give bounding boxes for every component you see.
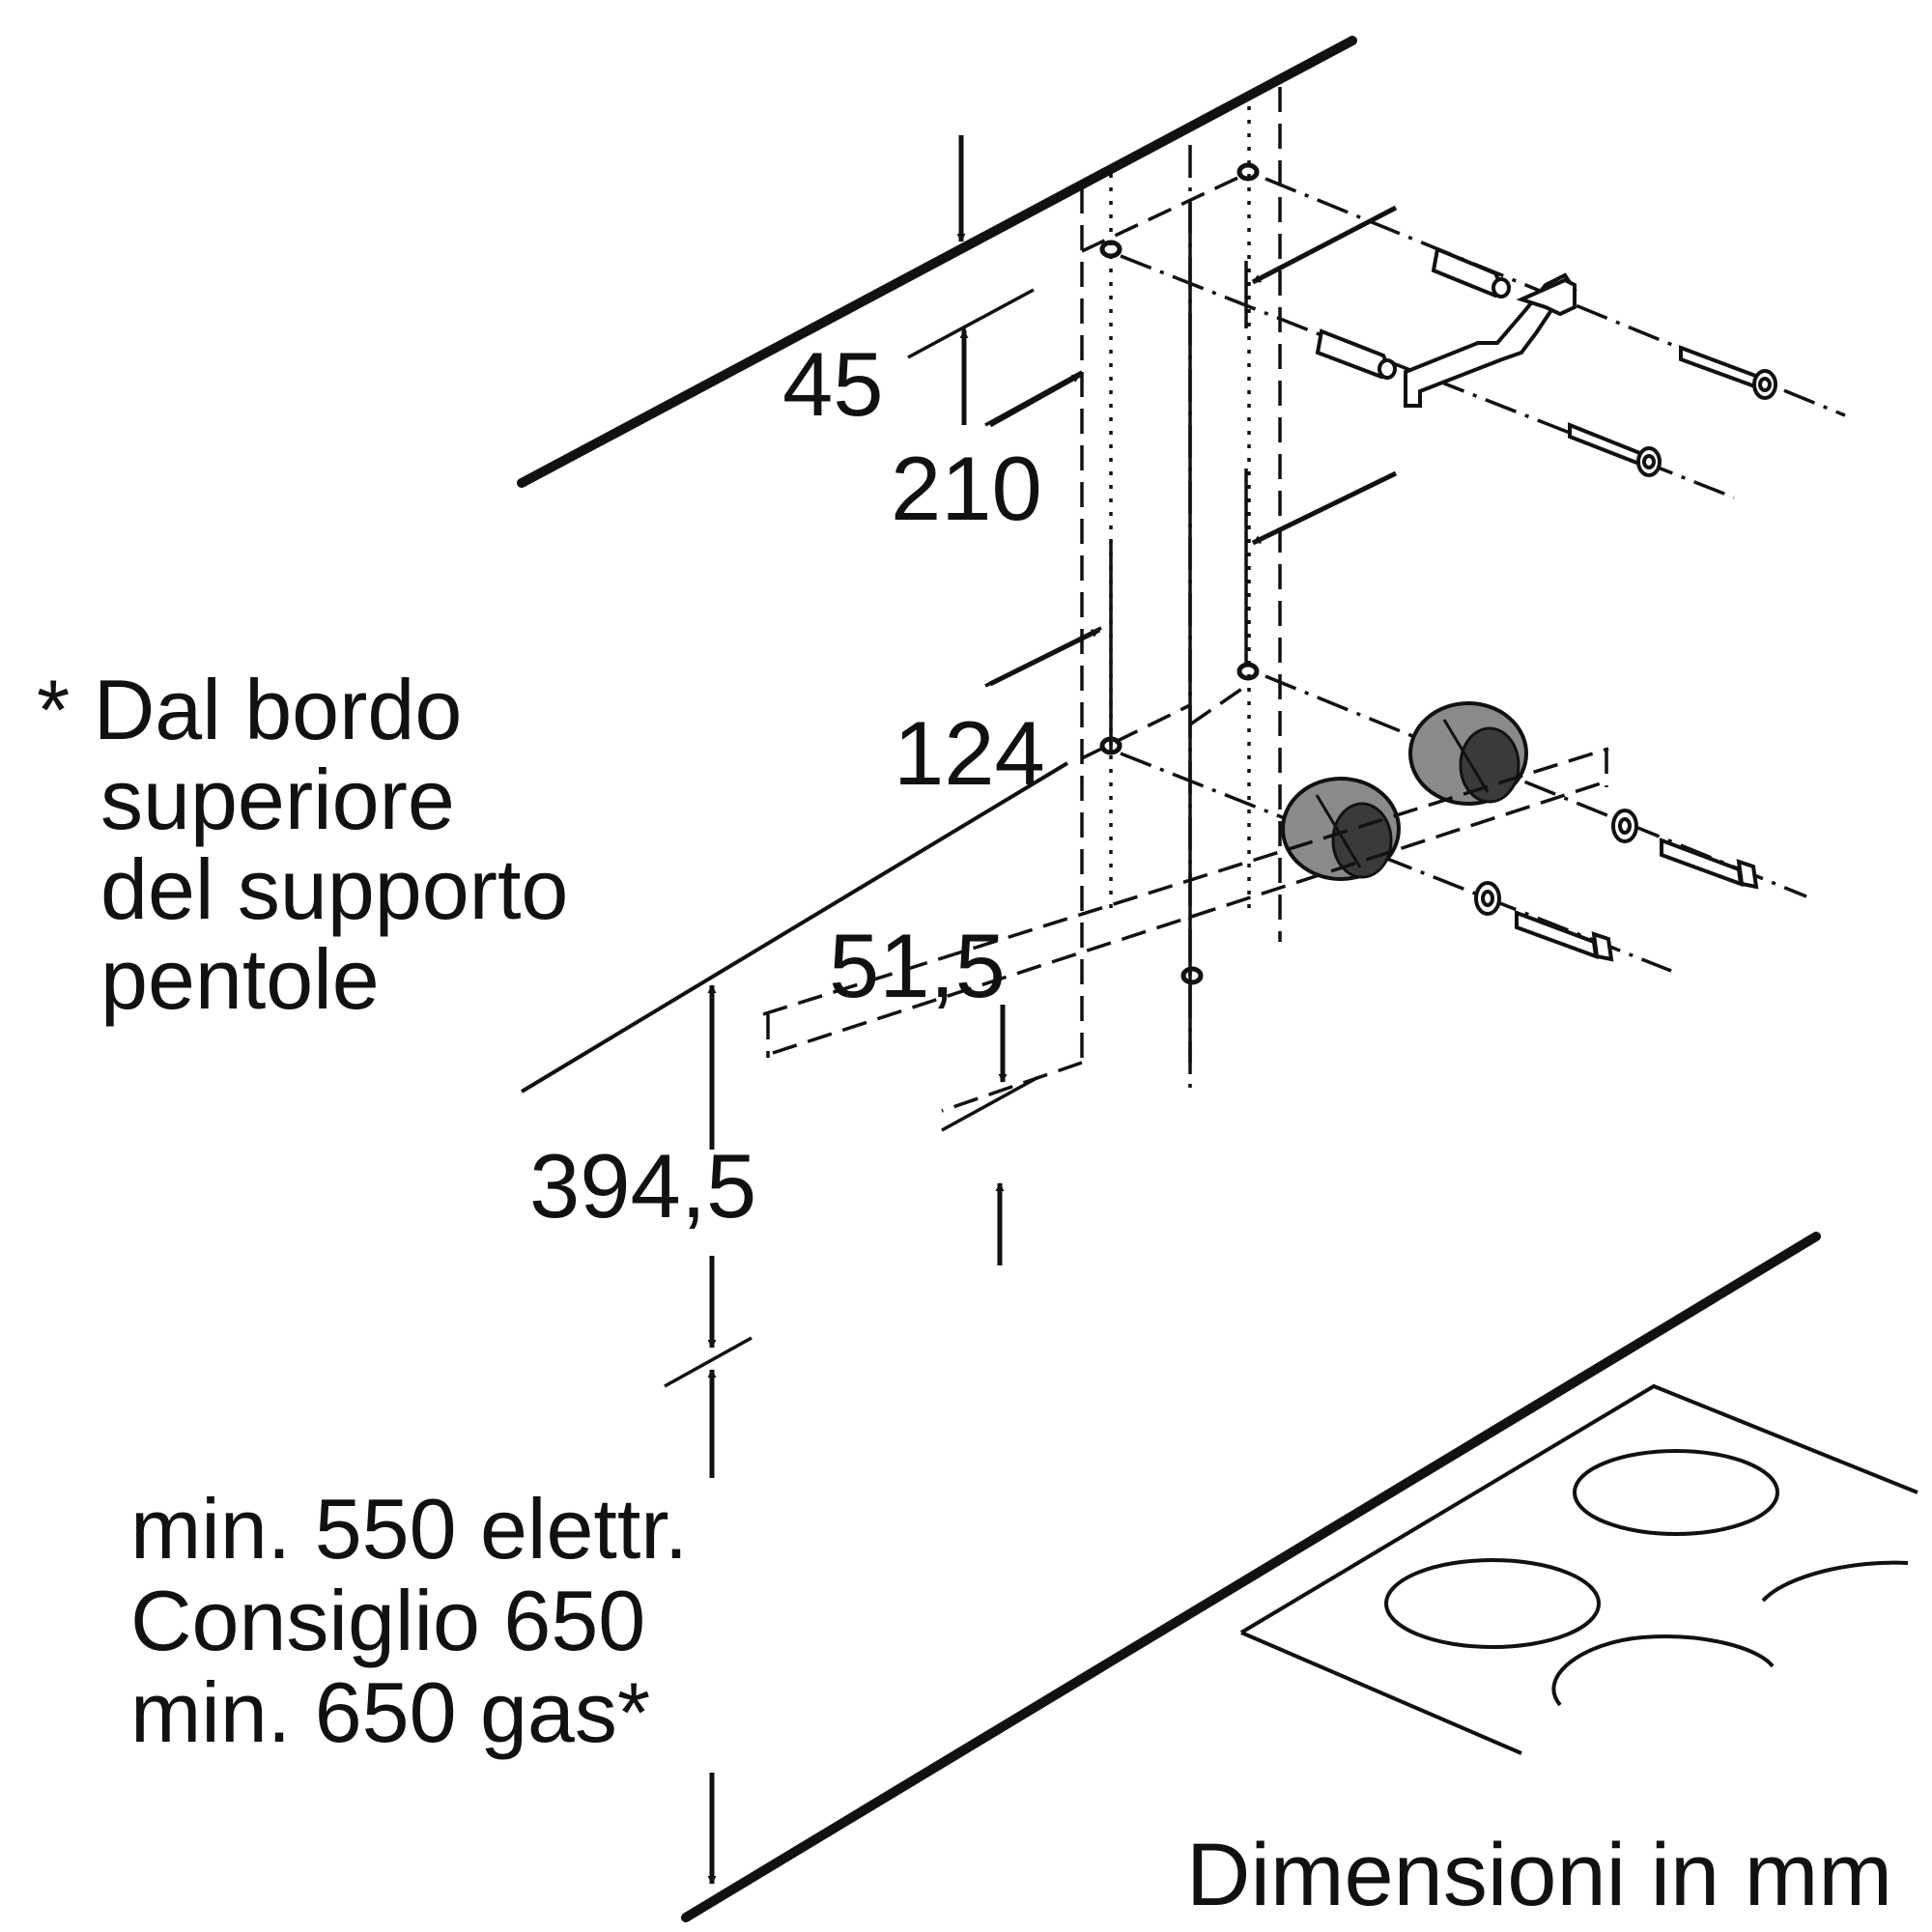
bolt-lower-2 <box>1515 910 1614 962</box>
cooktop-zone-3 <box>1761 1560 1909 1603</box>
guide-arrow-upper <box>1251 205 1398 285</box>
clearance-line-1: min. 550 elettr. <box>130 1481 688 1577</box>
footnote-line-3: del supporto <box>100 841 568 937</box>
wall-plug-upper-1 <box>1431 246 1511 298</box>
wall-anchor-2 <box>1281 777 1401 881</box>
washer-2 <box>1474 881 1501 916</box>
dim-394-5-lines <box>664 984 753 1388</box>
wall-plug-upper-2 <box>1315 328 1397 380</box>
clearance-line-2: Consiglio 650 <box>130 1573 645 1668</box>
dim-label-51-5: 51,5 <box>829 915 1006 1016</box>
dim-label-45: 45 <box>782 333 884 435</box>
dim-label-210: 210 <box>891 438 1042 539</box>
clearance-note: min. 550 elettr. Consiglio 650 min. 650 … <box>130 1481 688 1760</box>
bolt-lower-1 <box>1660 838 1759 890</box>
dim-210-lines <box>984 370 1083 428</box>
screw-upper-2 <box>1568 422 1662 477</box>
dim-124-lines <box>984 626 1102 688</box>
dim-51-5-lines <box>941 1005 1039 1265</box>
cooktop-zone-2 <box>1384 1558 1601 1649</box>
units-label: Dimensioni in mm <box>1186 1826 1892 1924</box>
dim-45-lines <box>907 288 1035 425</box>
worktop-edge <box>681 1232 1821 1922</box>
hood-lower-edge <box>520 761 1069 1094</box>
dim-label-394-5: 394,5 <box>529 1135 756 1236</box>
drill-holes <box>1099 162 1260 985</box>
footnote: * Dal bordo superiore del supporto pento… <box>37 662 568 1027</box>
fixing-axes <box>1120 177 1846 973</box>
footnote-line-1: * Dal bordo <box>37 662 462 757</box>
mounting-guides <box>1080 87 1282 1096</box>
footnote-line-2: superiore <box>100 752 455 847</box>
wall-anchor-1 <box>1408 701 1528 806</box>
dim-label-124: 124 <box>894 702 1045 804</box>
footnote-line-4: pentole <box>100 931 380 1027</box>
guide-arrow-lower <box>1251 470 1398 546</box>
cooktop-zone-1 <box>1573 1449 1779 1536</box>
washer-1 <box>1611 809 1638 843</box>
clearance-line-3: min. 650 gas* <box>130 1664 650 1760</box>
wall-bracket-tab <box>1516 277 1577 317</box>
cooktop <box>1239 1383 1918 1755</box>
ceiling-line <box>517 36 1357 488</box>
hood-outline <box>762 747 1609 1113</box>
cooktop-zone-4 <box>1551 1634 1775 1707</box>
screw-upper-1 <box>1679 345 1777 400</box>
